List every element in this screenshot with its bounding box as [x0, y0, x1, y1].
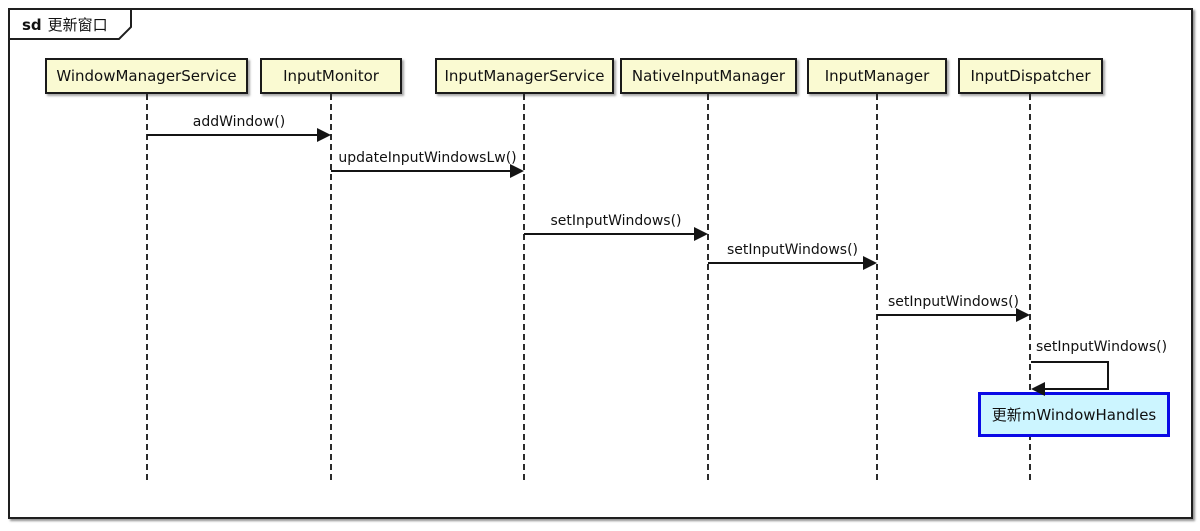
lifeline-windowmanagerservice — [146, 94, 148, 480]
message-line — [524, 233, 695, 235]
message-label-setinputwindows-3: setInputWindows() — [887, 294, 1020, 310]
arrowhead-icon — [317, 128, 331, 142]
frame-tab-shape — [8, 8, 132, 40]
lifeline-inputmonitor — [330, 94, 332, 480]
lifeline-head-inputmonitor: InputMonitor — [260, 58, 402, 94]
self-message-right-line — [1107, 361, 1109, 390]
arrowhead-icon — [694, 227, 708, 241]
message-label-addwindow: addWindow() — [192, 114, 286, 130]
note-update-mwindowhandles: 更新mWindowHandles — [978, 392, 1170, 437]
lifeline-head-nativeinputmanager: NativeInputManager — [620, 58, 797, 94]
self-message-top-line — [1031, 361, 1109, 363]
lifeline-head-inputdispatcher: InputDispatcher — [958, 58, 1103, 94]
lifeline-head-inputmanager: InputManager — [807, 58, 947, 94]
lifeline-name: InputManagerService — [444, 67, 605, 85]
lifeline-head-inputmanagerservice: InputManagerService — [435, 58, 614, 94]
message-line — [147, 134, 317, 136]
message-label-updateinputwindowslw: updateInputWindowsLw() — [338, 150, 517, 166]
message-line — [877, 314, 1017, 316]
arrowhead-icon — [863, 256, 877, 270]
lifeline-name: InputDispatcher — [970, 67, 1091, 85]
lifeline-name: WindowManagerService — [56, 67, 237, 85]
lifeline-nativeinputmanager — [707, 94, 709, 480]
lifeline-inputmanager — [876, 94, 878, 480]
frame-title-tab: sd 更新窗口 — [8, 8, 134, 40]
lifeline-inputdispatcher — [1029, 94, 1031, 480]
arrowhead-icon — [1031, 382, 1045, 396]
lifeline-name: NativeInputManager — [631, 67, 786, 85]
message-line — [708, 262, 864, 264]
lifeline-head-windowmanagerservice: WindowManagerService — [45, 58, 248, 94]
arrowhead-icon — [510, 164, 524, 178]
frame-title-text: 更新窗口 — [47, 16, 108, 34]
message-label-setinputwindows-2: setInputWindows() — [726, 242, 859, 258]
note-text: 更新mWindowHandles — [991, 406, 1157, 424]
lifeline-name: InputMonitor — [283, 67, 379, 85]
arrowhead-icon — [1016, 308, 1030, 322]
frame-title: sd 更新窗口 — [22, 14, 126, 35]
frame-tag: sd — [22, 16, 42, 34]
message-label-setinputwindows-1: setInputWindows() — [550, 213, 682, 229]
lifeline-inputmanagerservice — [523, 94, 525, 480]
self-message-bottom-line — [1044, 388, 1109, 390]
lifeline-name: InputManager — [824, 67, 930, 85]
message-label-setinputwindows-self: setInputWindows() — [1036, 339, 1168, 355]
message-line — [331, 170, 510, 172]
